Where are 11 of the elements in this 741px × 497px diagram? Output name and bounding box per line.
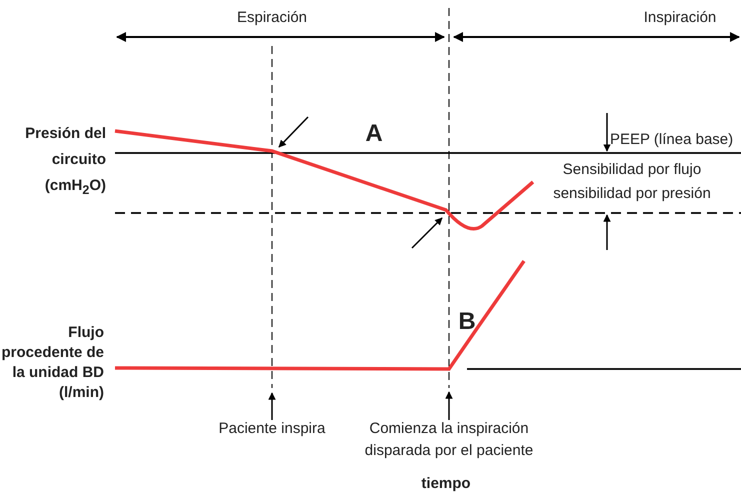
event-label: Paciente inspira xyxy=(218,419,326,439)
event-label: Comienza la inspiración disparada por el paciente xyxy=(364,419,534,461)
phase-label: Espiración xyxy=(236,8,308,28)
axis-label: Flujo procedente de la unidad BD (l/min) xyxy=(0,323,104,403)
annotation-text: PEEP (línea base) xyxy=(610,130,734,150)
annotation-text: Sensibilidad por flujo sensibilidad por presión xyxy=(552,160,712,204)
phase-label: Inspiración xyxy=(642,8,718,28)
axis-label: Presión del circuito (cmH$_{2}$O) xyxy=(24,124,106,199)
callout-letter: B xyxy=(457,308,477,336)
callout-letter: A xyxy=(364,120,384,148)
axis-title: tiempo xyxy=(420,474,472,494)
